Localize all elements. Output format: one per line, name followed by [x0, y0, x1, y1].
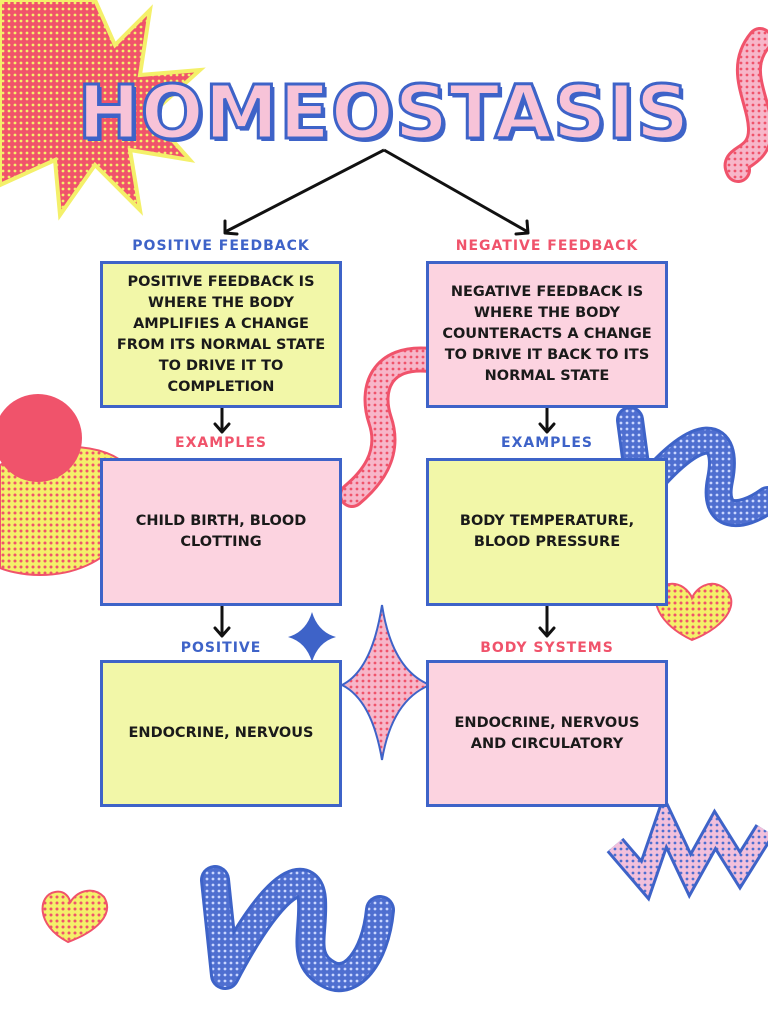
- negative-systems-box: ENDOCRINE, NERVOUS AND CIRCULATORY: [426, 660, 668, 807]
- starburst-shape: [0, 0, 206, 221]
- diamond-star-shape: [339, 604, 433, 761]
- heart-shape-small: [41, 889, 109, 944]
- flow-arrows: [220, 148, 549, 634]
- arrow-heads: [213, 219, 556, 638]
- negative-examples-heading: EXAMPLES: [501, 435, 593, 451]
- positive-definition-box: POSITIVE FEEDBACK IS WHERE THE BODY AMPL…: [100, 261, 342, 408]
- negative-examples-box: BODY TEMPERATURE, BLOOD PRESSURE: [426, 458, 668, 606]
- positive-feedback-heading: POSITIVE FEEDBACK: [132, 238, 310, 254]
- negative-systems-heading: BODY SYSTEMS: [480, 640, 614, 656]
- negative-feedback-heading: NEGATIVE FEEDBACK: [455, 238, 639, 254]
- red-circle-shape: [0, 394, 82, 482]
- sparkle-shape: [288, 612, 336, 662]
- positive-systems-box: ENDOCRINE, NERVOUS: [100, 660, 342, 807]
- positive-examples-heading: EXAMPLES: [175, 435, 267, 451]
- positive-examples-box: CHILD BIRTH, BLOOD CLOTTING: [100, 458, 342, 606]
- positive-systems-heading: POSITIVE: [180, 640, 262, 656]
- page-title: HOMEOSTASIS: [76, 69, 691, 158]
- negative-definition-box: NEGATIVE FEEDBACK IS WHERE THE BODY COUN…: [426, 261, 668, 408]
